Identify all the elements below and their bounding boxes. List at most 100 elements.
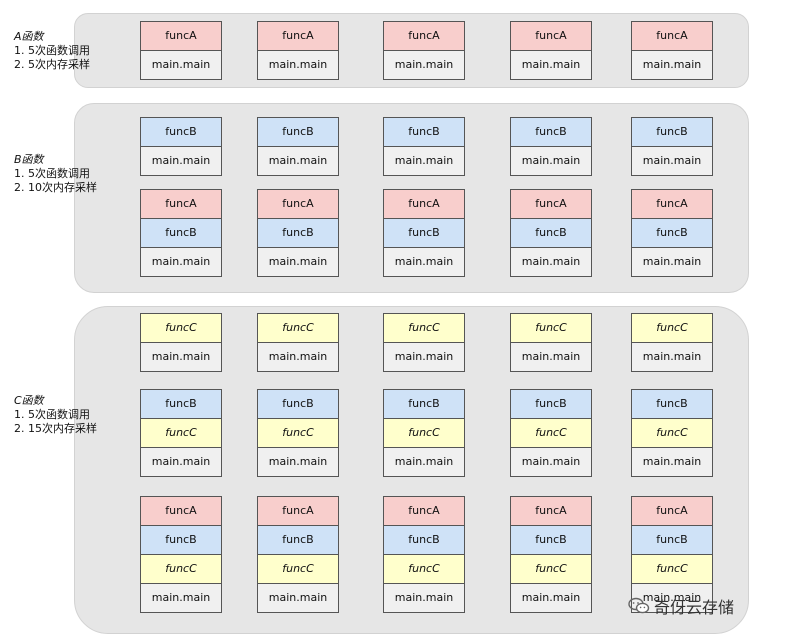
frame-funca: funcA (631, 189, 713, 219)
frame-main: main.main (383, 447, 465, 477)
frame-funca: funcA (257, 21, 339, 51)
frame-main: main.main (383, 583, 465, 613)
frame-main: main.main (383, 50, 465, 80)
frame-funcb: funcB (510, 389, 592, 419)
group-desc-calls: 1. 5次函数调用 (14, 408, 90, 421)
frame-main: main.main (510, 342, 592, 372)
frame-main: main.main (140, 146, 222, 176)
frame-funca: funcA (140, 189, 222, 219)
group-title: B函数 (14, 153, 44, 166)
frame-main: main.main (510, 50, 592, 80)
group-desc-samples: 2. 5次内存采样 (14, 58, 90, 71)
group-desc-calls: 1. 5次函数调用 (14, 44, 90, 57)
frame-funcc: funcC (140, 418, 222, 448)
frame-main: main.main (257, 146, 339, 176)
frame-funcb: funcB (140, 525, 222, 555)
frame-funcc: funcC (257, 418, 339, 448)
wechat-icon (628, 597, 650, 614)
frame-main: main.main (140, 50, 222, 80)
frame-funcb: funcB (257, 389, 339, 419)
group-label-c: C函数 1. 5次函数调用 2. 15次内存采样 (14, 394, 97, 436)
frame-funcb: funcB (383, 218, 465, 248)
group-label-a: A函数 1. 5次函数调用 2. 5次内存采样 (14, 30, 90, 72)
frame-funca: funcA (140, 496, 222, 526)
frame-funcb: funcB (631, 117, 713, 147)
frame-funcc: funcC (140, 554, 222, 584)
frame-funcb: funcB (383, 389, 465, 419)
frame-main: main.main (140, 247, 222, 277)
frame-funcc: funcC (383, 313, 465, 343)
group-title: C函数 (14, 394, 44, 407)
frame-funca: funcA (631, 496, 713, 526)
frame-main: main.main (631, 50, 713, 80)
frame-main: main.main (510, 583, 592, 613)
frame-funcb: funcB (510, 117, 592, 147)
frame-funca: funcA (383, 189, 465, 219)
frame-main: main.main (383, 247, 465, 277)
group-desc-calls: 1. 5次函数调用 (14, 167, 90, 180)
frame-main: main.main (257, 50, 339, 80)
frame-funcc: funcC (631, 418, 713, 448)
frame-funca: funcA (631, 21, 713, 51)
group-desc-samples: 2. 10次内存采样 (14, 181, 97, 194)
group-label-b: B函数 1. 5次函数调用 2. 10次内存采样 (14, 153, 97, 195)
frame-funca: funcA (510, 189, 592, 219)
frame-main: main.main (140, 447, 222, 477)
frame-main: main.main (510, 447, 592, 477)
frame-funcb: funcB (383, 117, 465, 147)
frame-main: main.main (383, 146, 465, 176)
frame-main: main.main (510, 146, 592, 176)
frame-funcc: funcC (510, 554, 592, 584)
frame-main: main.main (631, 146, 713, 176)
frame-main: main.main (257, 247, 339, 277)
frame-funca: funcA (510, 21, 592, 51)
frame-main: main.main (140, 342, 222, 372)
group-desc-samples: 2. 15次内存采样 (14, 422, 97, 435)
frame-funcc: funcC (631, 313, 713, 343)
frame-funcb: funcB (257, 525, 339, 555)
frame-funca: funcA (257, 189, 339, 219)
frame-funcc: funcC (631, 554, 713, 584)
watermark-text: 奇伢云存储 (654, 598, 735, 617)
frame-funcb: funcB (383, 525, 465, 555)
frame-main: main.main (140, 583, 222, 613)
frame-main: main.main (510, 247, 592, 277)
frame-funca: funcA (383, 496, 465, 526)
frame-main: main.main (257, 342, 339, 372)
frame-funca: funcA (257, 496, 339, 526)
frame-funcc: funcC (383, 418, 465, 448)
frame-funcc: funcC (257, 554, 339, 584)
frame-funcb: funcB (140, 389, 222, 419)
frame-funcb: funcB (631, 389, 713, 419)
frame-funcc: funcC (383, 554, 465, 584)
frame-main: main.main (257, 447, 339, 477)
